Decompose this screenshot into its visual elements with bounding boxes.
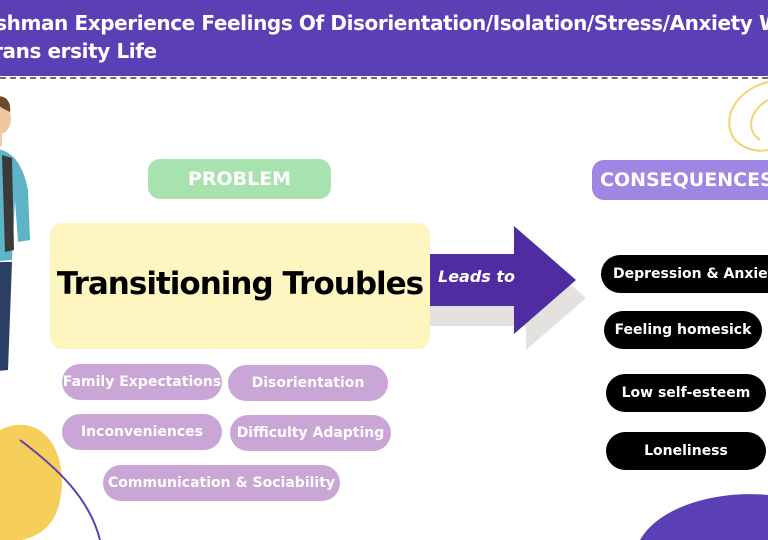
header-banner: eshman Experience Feelings Of Disorienta… (0, 0, 768, 76)
consequence-depression-anxiety: Depression & Anxiety (601, 255, 768, 293)
cause-difficulty-adapting: Difficulty Adapting (230, 415, 391, 451)
yellow-line-right (728, 81, 768, 152)
cause-inconveniences: Inconveniences (62, 414, 222, 450)
right-arrow-icon (398, 226, 576, 334)
consequences-heading: CONSEQUENCES (592, 160, 768, 200)
header-divider (0, 77, 768, 79)
main-problem-box (50, 223, 430, 349)
consequence-low-self-esteem: Low self-esteem (606, 374, 766, 412)
yellow-blob-left (0, 424, 62, 540)
problem-heading: PROBLEM (148, 159, 331, 199)
cause-disorientation: Disorientation (228, 365, 388, 401)
cause-family-expectations: Family Expectations (62, 364, 222, 400)
student-figure-illustration (0, 96, 30, 371)
purple-blob-right (640, 494, 768, 540)
consequence-feeling-homesick: Feeling homesick (604, 311, 762, 349)
consequence-loneliness: Loneliness (606, 432, 766, 470)
cause-communication-sociability: Communication & Sociability (103, 465, 340, 501)
purple-line-left (19, 439, 101, 540)
page-title: eshman Experience Feelings Of Disorienta… (0, 11, 768, 63)
main-problem-label: Transitioning Troubles (56, 266, 424, 302)
arrow-label: Leads to (438, 267, 516, 286)
